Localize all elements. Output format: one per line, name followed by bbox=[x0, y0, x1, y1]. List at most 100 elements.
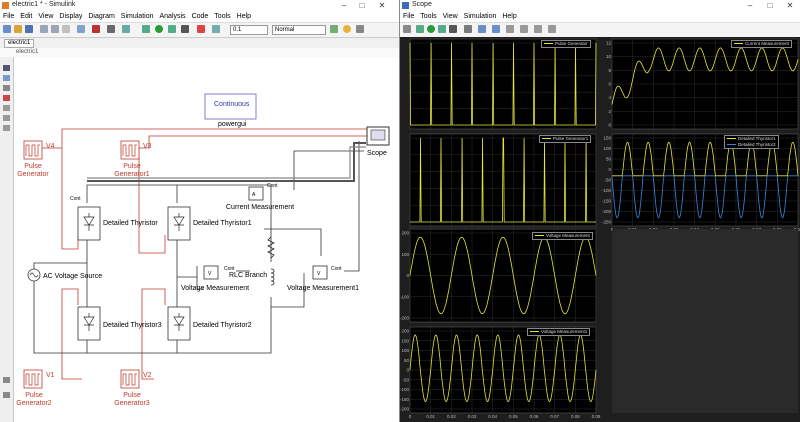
model-advisor-icon[interactable] bbox=[343, 25, 351, 33]
menu-simulation[interactable]: Simulation bbox=[120, 13, 154, 20]
thyristor2-label[interactable]: Detailed Thyristor2 bbox=[193, 322, 252, 329]
build-icon[interactable] bbox=[330, 25, 338, 33]
image-icon[interactable] bbox=[3, 115, 10, 121]
ac-source-label[interactable]: AC Voltage Source bbox=[43, 273, 103, 280]
save-icon[interactable] bbox=[25, 25, 33, 33]
svg-text:V: V bbox=[208, 271, 212, 277]
stop-time-input[interactable]: 0.1 bbox=[230, 25, 268, 35]
powergui-label[interactable]: powergui bbox=[218, 121, 247, 128]
scope-step-forward-icon[interactable] bbox=[438, 25, 446, 33]
annotation-icon[interactable] bbox=[3, 105, 10, 111]
scope-zoom-out-icon[interactable] bbox=[492, 25, 500, 33]
empty-plot-area bbox=[612, 229, 798, 413]
pulse-v1-label: V1 bbox=[46, 372, 55, 379]
menu-view[interactable]: View bbox=[38, 13, 54, 20]
scope-menu-simulation[interactable]: Simulation bbox=[463, 13, 497, 20]
scope-menu-file[interactable]: File bbox=[403, 13, 415, 20]
library-browser-icon[interactable] bbox=[92, 25, 100, 33]
config-icon[interactable] bbox=[122, 25, 130, 33]
voltage-measurement1-label[interactable]: Voltage Measurement1 bbox=[287, 285, 359, 292]
menu-display[interactable]: Display bbox=[59, 13, 83, 20]
scope-highlight-icon[interactable] bbox=[464, 25, 472, 33]
scope-minimize-button[interactable]: – bbox=[747, 1, 753, 10]
legend-line-icon bbox=[727, 138, 736, 140]
scope-menu-tools[interactable]: Tools bbox=[420, 13, 437, 20]
fit-view-icon[interactable] bbox=[3, 85, 10, 91]
dropdown-icon[interactable] bbox=[356, 25, 364, 33]
new-model-icon[interactable] bbox=[3, 25, 11, 33]
pulse-generator2-label[interactable]: Pulse Generator2 bbox=[16, 392, 52, 407]
x-tick-label: 0.04 bbox=[488, 414, 497, 419]
screenshot-icon[interactable] bbox=[3, 377, 10, 383]
menu-diagram[interactable]: Diagram bbox=[88, 13, 115, 20]
rlc-branch-label[interactable]: RLC Branch bbox=[229, 272, 268, 279]
scope-stop-icon[interactable] bbox=[449, 25, 457, 33]
menu-analysis[interactable]: Analysis bbox=[159, 13, 186, 20]
current-measurement-label[interactable]: Current Measurement bbox=[226, 204, 295, 211]
scope-label[interactable]: Scope bbox=[367, 150, 387, 157]
sim-mode-select[interactable]: Normal bbox=[272, 25, 326, 35]
back-icon[interactable] bbox=[40, 25, 48, 33]
scope-menu-help[interactable]: Help bbox=[502, 13, 517, 20]
step-forward-icon[interactable] bbox=[168, 25, 176, 33]
forward-icon[interactable] bbox=[51, 25, 59, 33]
model-settings-icon[interactable] bbox=[77, 25, 85, 33]
cont-port-label: Cont bbox=[331, 266, 342, 272]
x-tick-label: 0.02 bbox=[447, 414, 456, 419]
x-tick-label: 0.09 bbox=[592, 414, 601, 419]
menu-edit[interactable]: Edit bbox=[20, 13, 33, 20]
record-icon[interactable] bbox=[197, 25, 205, 33]
thyristor3-label[interactable]: Detailed Thyristor3 bbox=[103, 322, 162, 329]
legend-line-icon bbox=[727, 144, 736, 146]
zoom-icon[interactable] bbox=[3, 75, 10, 81]
scope-close-button[interactable]: ✕ bbox=[786, 1, 794, 10]
open-icon[interactable] bbox=[14, 25, 22, 33]
run-icon[interactable] bbox=[155, 25, 163, 33]
model-explorer-icon[interactable] bbox=[107, 25, 115, 33]
scope-run-icon[interactable] bbox=[427, 25, 435, 33]
pulse-v2-label: V2 bbox=[143, 372, 152, 379]
model-canvas[interactable]: A V V Continuous powergui Scope V4 V3 V1… bbox=[14, 57, 399, 422]
pulse-generator-label[interactable]: Pulse Generator bbox=[17, 163, 49, 178]
thyristor1-label[interactable]: Detailed Thyristor1 bbox=[193, 220, 252, 227]
menu-help[interactable]: Help bbox=[236, 13, 252, 20]
pulse-generator1-label[interactable]: Pulse Generator1 bbox=[114, 163, 150, 178]
y-tick-label: 2 bbox=[608, 109, 611, 114]
step-back-icon[interactable] bbox=[142, 25, 150, 33]
legend-line-icon bbox=[542, 138, 551, 140]
y-tick-label: -200 bbox=[602, 209, 612, 214]
minimize-button[interactable]: – bbox=[341, 1, 347, 10]
explorer-bar-icon[interactable] bbox=[3, 392, 10, 398]
scope-zoom-icon[interactable] bbox=[478, 25, 486, 33]
scope-trigger-icon[interactable] bbox=[520, 25, 528, 33]
voltage-measurement-label[interactable]: Voltage Measurement bbox=[181, 285, 250, 292]
data-inspector-icon[interactable] bbox=[212, 25, 220, 33]
menu-code[interactable]: Code bbox=[191, 13, 209, 20]
scope-step-back-icon[interactable] bbox=[416, 25, 424, 33]
thyristor-label[interactable]: Detailed Thyristor bbox=[103, 220, 158, 227]
model-tab[interactable]: electric1 bbox=[4, 39, 35, 48]
stop-icon[interactable] bbox=[181, 25, 189, 33]
menu-tools[interactable]: Tools bbox=[214, 13, 231, 20]
breadcrumb-item[interactable]: electric1 bbox=[16, 49, 39, 55]
area-icon[interactable] bbox=[3, 125, 10, 131]
scope-maximize-button[interactable]: □ bbox=[767, 1, 773, 10]
pulse-v4-label: V4 bbox=[46, 143, 55, 150]
close-button[interactable]: ✕ bbox=[378, 1, 386, 10]
up-icon[interactable] bbox=[62, 25, 70, 33]
scope-menu-view[interactable]: View bbox=[442, 13, 458, 20]
hide-palette-icon[interactable] bbox=[3, 65, 10, 71]
pulse-generator3-label[interactable]: Pulse Generator3 bbox=[114, 392, 150, 407]
scope-cursor-icon[interactable] bbox=[534, 25, 542, 33]
scope-settings-icon[interactable] bbox=[403, 25, 411, 33]
menu-file[interactable]: File bbox=[3, 13, 15, 20]
scope-autoscale-icon[interactable] bbox=[506, 25, 514, 33]
legend-current-measurement: Current Measurement bbox=[731, 40, 792, 48]
y-tick-label: 200 bbox=[401, 329, 409, 334]
y-tick-label: 50 bbox=[606, 157, 612, 162]
scope-measure-icon[interactable] bbox=[548, 25, 556, 33]
maximize-button[interactable]: □ bbox=[359, 1, 365, 10]
plot-pulse-generator bbox=[409, 38, 597, 130]
arrow-icon[interactable] bbox=[3, 95, 10, 101]
